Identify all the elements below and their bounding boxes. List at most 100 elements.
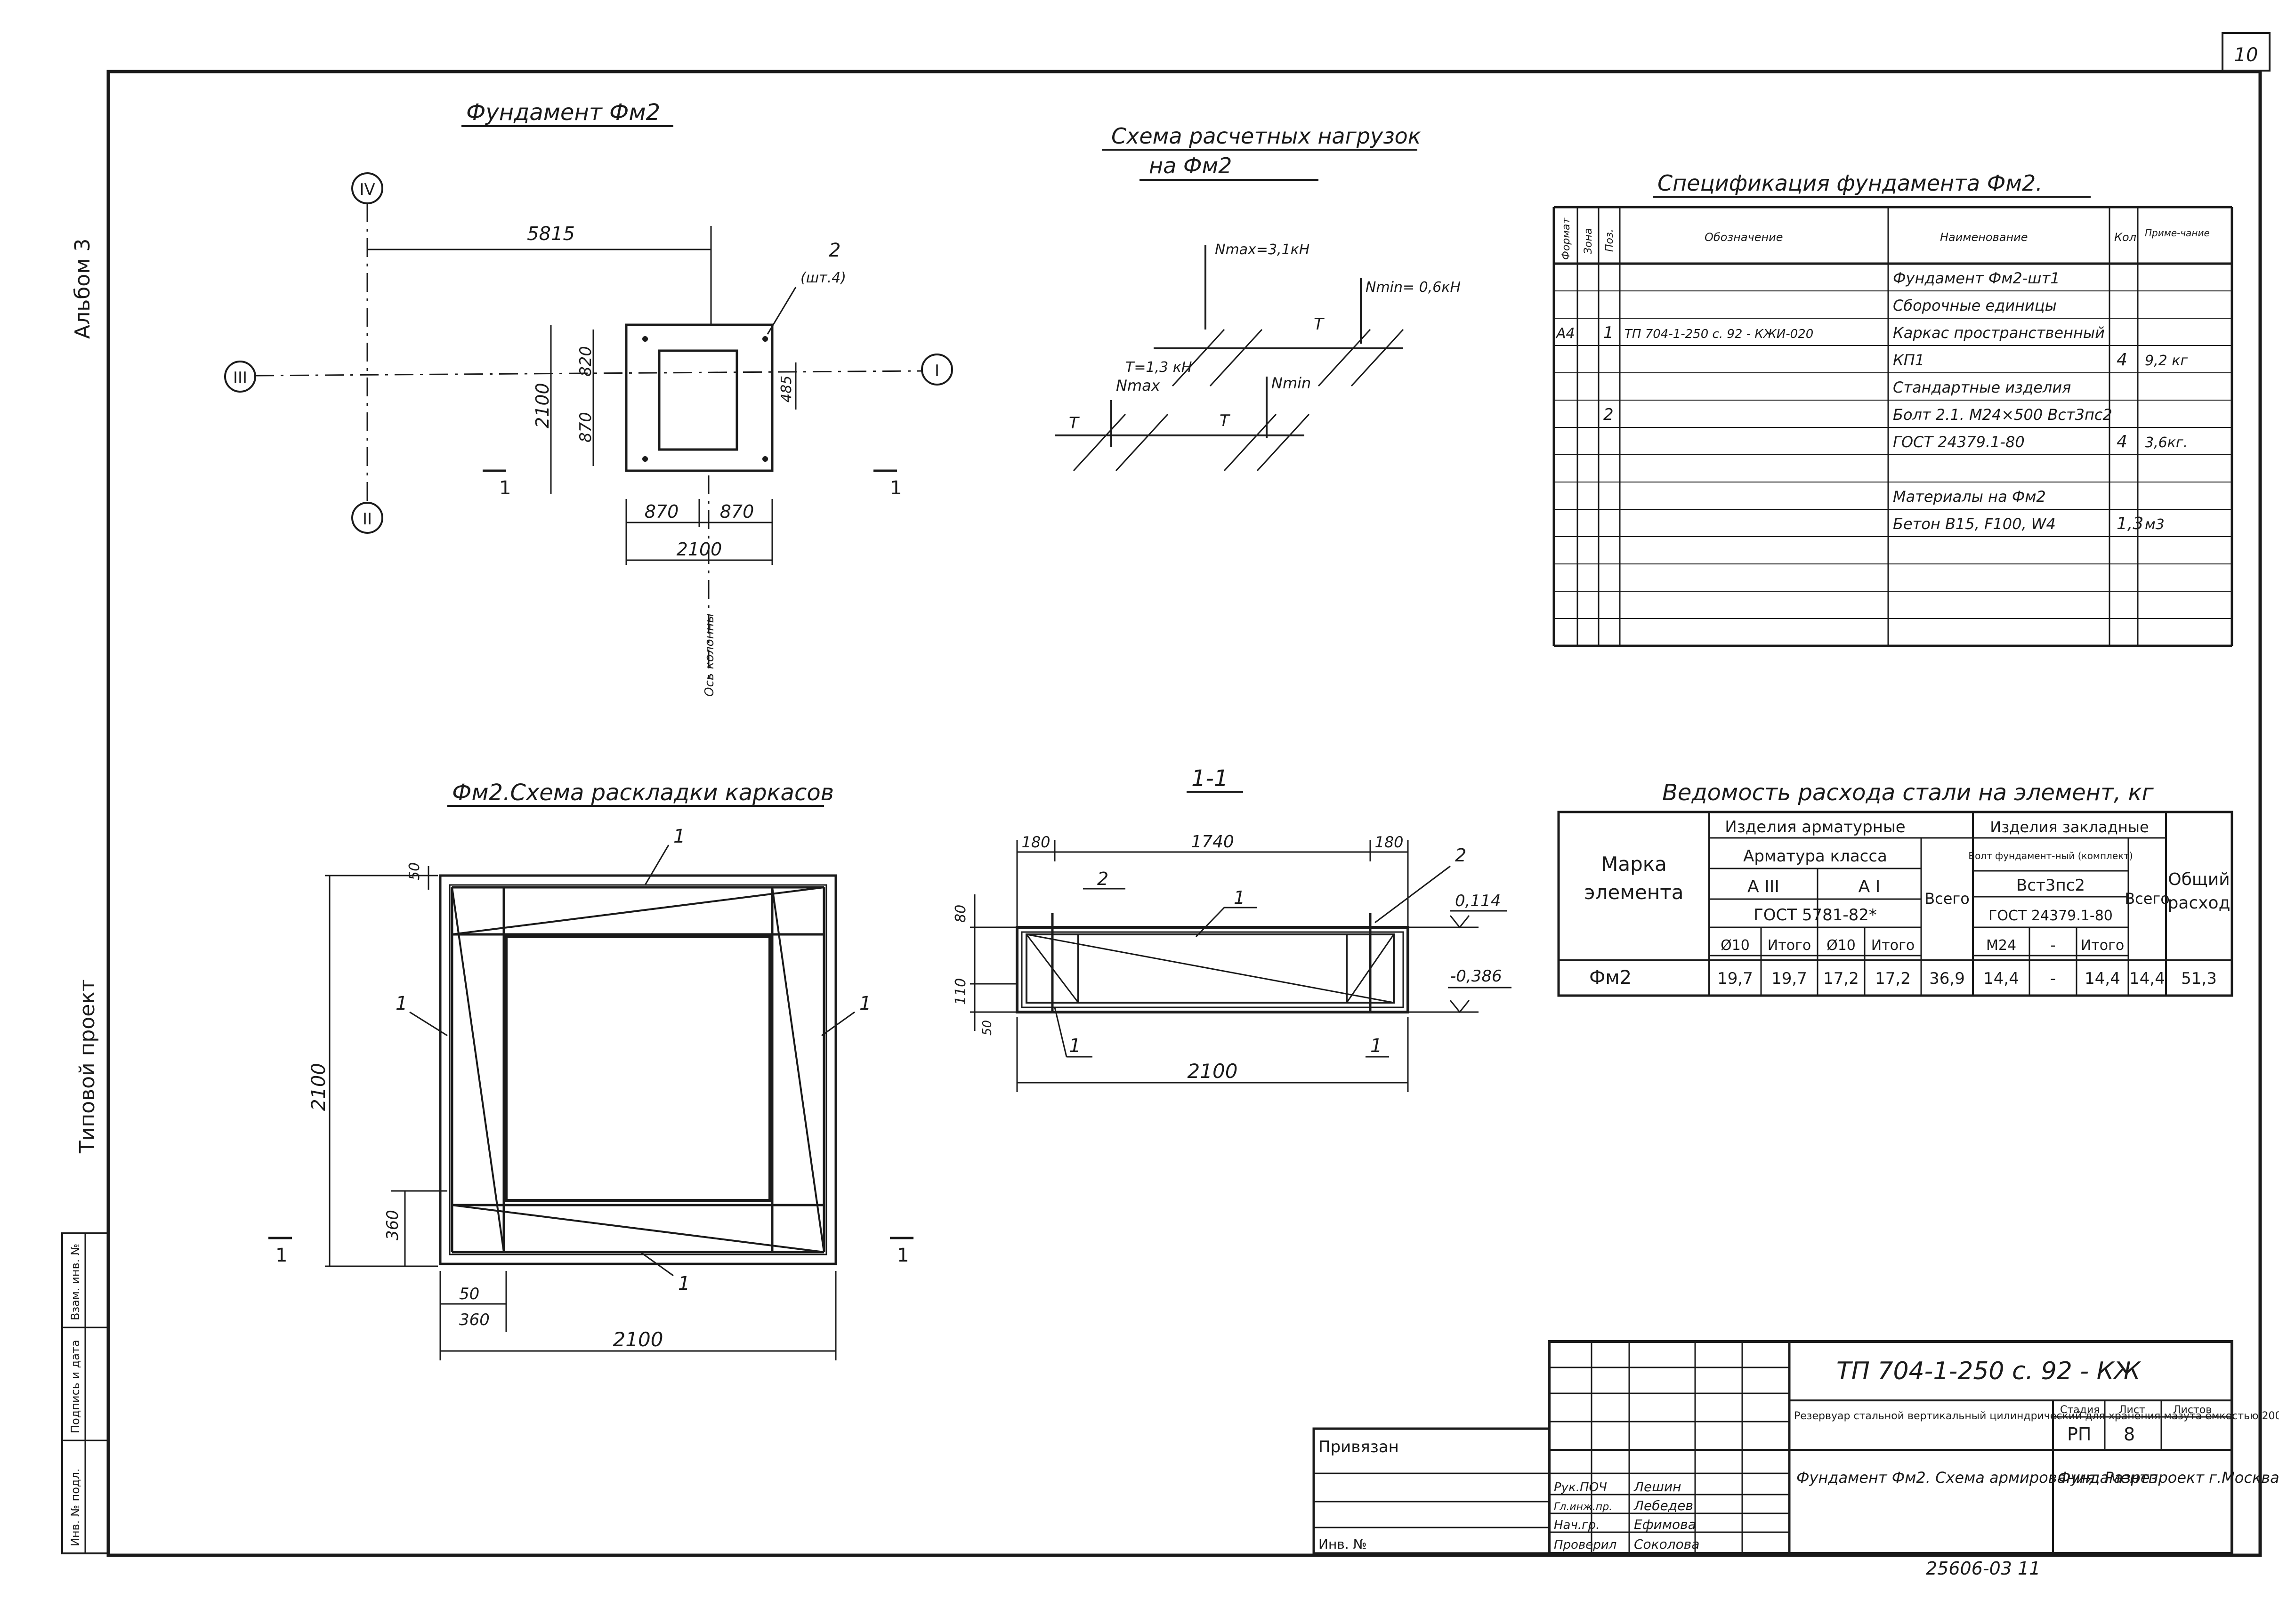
tb-role-4: Проверил — [1554, 1538, 1616, 1552]
plan-foundation-outline — [625, 323, 774, 472]
steel-d10b: Ø10 — [1826, 937, 1856, 954]
section-callout-1-mid: 1 — [1234, 887, 1245, 908]
tb-role-1: Рук.ПОЧ — [1554, 1480, 1607, 1495]
layout-socket — [505, 935, 771, 1202]
spec-cell-r1-c4: Сборочные единицы — [1893, 297, 2057, 314]
spec-cell-r5-c4: Болт 2.1. М24×500 Вст3пс2 — [1893, 406, 2112, 424]
spec-cell-r5-c2: 2 — [1603, 405, 1614, 424]
steel-itog2: Итого — [1871, 937, 1915, 954]
layout-callout-left: 1 — [396, 993, 407, 1014]
section-dim-2100: 2100 — [1188, 1060, 1238, 1083]
spec-cell-r4-c4: Стандартные изделия — [1893, 378, 2071, 396]
side-label-project: Типовой проект — [75, 980, 99, 1154]
spec-cell-r3-c5: 4 — [2117, 350, 2127, 370]
page-number: 10 — [2234, 44, 2258, 66]
side-label-album: Альбом 3 — [71, 239, 95, 339]
spec-header-name: Наименование — [1940, 231, 2028, 244]
steel-mark-header-2: элемента — [1584, 881, 1684, 904]
spec-cell-r8-c4: Материалы на Фм2 — [1893, 488, 2046, 506]
spec-header-pos: Поз. — [1604, 229, 1616, 252]
layout-callout-right: 1 — [859, 993, 871, 1014]
steel-vst: Вст3пс2 — [2016, 876, 2085, 895]
steel-vsego2: Всего — [2125, 890, 2170, 908]
steel-row-v8: 14,4 — [2085, 969, 2120, 988]
load-Nmax-value: Nmax=3,1кН — [1215, 241, 1309, 258]
section-title: 1-1 — [1191, 765, 1228, 792]
layout-outline — [439, 874, 837, 1265]
spec-cell-r2-c0: А4 — [1555, 325, 1575, 342]
stamp-sign: Подпись и дата — [69, 1340, 82, 1433]
load-Nmax-lower: Nmax — [1116, 377, 1161, 394]
steel-group2: Изделия закладные — [1990, 818, 2149, 836]
layout-dim-2100-left: 2100 — [308, 1063, 330, 1111]
load-T-lower-mid: T — [1220, 411, 1230, 430]
steel-itog3: Итого — [2081, 937, 2124, 954]
spec-cell-r9-c6: м3 — [2145, 516, 2165, 533]
axis-I-marker — [921, 354, 953, 386]
axis-I-label: I — [935, 362, 939, 380]
section-callout-1-left: 1 — [1069, 1035, 1081, 1057]
section-callout-2-left: 2 — [1097, 868, 1108, 889]
steel-group1-sub: Арматура класса — [1743, 847, 1887, 866]
plan-callout-2: 2 — [829, 240, 840, 261]
spec-cell-r2-c2: 1 — [1603, 323, 1614, 342]
tb-sheet-title: Фундамент Фм2. Схема армирования. Разрез… — [1796, 1469, 2163, 1487]
tb-sheet-h: Лист — [2119, 1404, 2145, 1416]
steel-gost2: ГОСТ 24379.1-80 — [1988, 908, 2113, 924]
spec-header-zone: Зона — [1583, 228, 1594, 254]
tb-name-3: Ефимова — [1634, 1517, 1696, 1532]
dim-left-870: 870 — [576, 412, 595, 442]
spec-cell-r2-c3: ТП 704-1-250 с. 92 - КЖИ-020 — [1624, 327, 1813, 341]
steel-row-mark: Фм2 — [1589, 967, 1632, 989]
load-Nmin-value: Nmin= 0,6кН — [1366, 279, 1461, 296]
dim-bottom-870a: 870 — [645, 501, 679, 522]
spec-cell-r6-c5: 4 — [2117, 432, 2127, 451]
axis-III-label: III — [233, 369, 247, 387]
spec-cell-r3-c4: КП1 — [1893, 351, 1924, 369]
steel-row-v7: - — [2050, 969, 2056, 988]
section-callout-2-right: 2 — [1455, 845, 1466, 866]
steel-row-v2: 19,7 — [1771, 969, 1807, 988]
layout-title: Фм2.Схема раскладки каркасов — [452, 780, 834, 806]
section-dim-50: 50 — [980, 1020, 994, 1036]
spec-cell-r9-c4: Бетон В15, F100, W4 — [1893, 515, 2056, 533]
tb-name-2: Лебедев — [1633, 1498, 1693, 1513]
steel-dash: - — [2051, 937, 2056, 954]
section-callout-1-right: 1 — [1370, 1035, 1382, 1057]
dim-left-820: 820 — [576, 346, 595, 377]
spec-header-designation: Обозначение — [1705, 231, 1783, 244]
tb-code: ТП 704-1-250 с. 92 - КЖ — [1836, 1357, 2142, 1385]
axis-II-marker — [351, 502, 383, 534]
steel-vsego1: Всего — [1924, 890, 1970, 908]
axis-II-label: II — [363, 510, 372, 529]
tb-role-2: Гл.инж.пр. — [1554, 1501, 1612, 1513]
steel-row-v10: 51,3 — [2181, 969, 2217, 988]
steel-group2-sub: Болт фундамент-ный (комплект) — [1968, 850, 2133, 861]
spec-cell-r2-c4: Каркас пространственный — [1893, 324, 2105, 342]
steel-row-v9: 14,4 — [2129, 969, 2165, 988]
spec-header-note: Приме-чание — [2145, 227, 2210, 239]
section-body — [1016, 926, 1409, 1013]
spec-cell-r6-c4: ГОСТ 24379.1-80 — [1893, 433, 2025, 451]
dim-left-2100: 2100 — [532, 383, 553, 428]
tb-name-1: Лешин — [1633, 1479, 1681, 1495]
dim-bottom-870b: 870 — [720, 501, 754, 522]
steel-d10a: Ø10 — [1721, 937, 1750, 954]
steel-row-v6: 14,4 — [1983, 969, 2019, 988]
steel-m24: М24 — [1986, 937, 2016, 954]
layout-callout-top: 1 — [673, 826, 685, 847]
load-T-value: T=1,3 кН — [1125, 359, 1192, 376]
plan-callout-qty: (шт.4) — [800, 270, 846, 286]
load-T-lower-left: T — [1069, 414, 1080, 433]
drawing-frame — [106, 70, 2262, 1557]
load-Nmin-lower: Nmin — [1271, 374, 1311, 392]
tb-role-3: Нач.гр. — [1554, 1518, 1600, 1532]
tb-stage: РП — [2067, 1424, 2092, 1445]
section-dim-110: 110 — [953, 978, 969, 1005]
tb-name-4: Соколова — [1634, 1536, 1699, 1552]
layout-dim-360-bottom: 360 — [459, 1310, 490, 1329]
steel-aiii: А III — [1747, 877, 1779, 896]
plan-section-mark-right: 1 — [890, 477, 902, 499]
layout-dim-50-top: 50 — [406, 862, 423, 880]
steel-group1: Изделия арматурные — [1725, 818, 1905, 836]
